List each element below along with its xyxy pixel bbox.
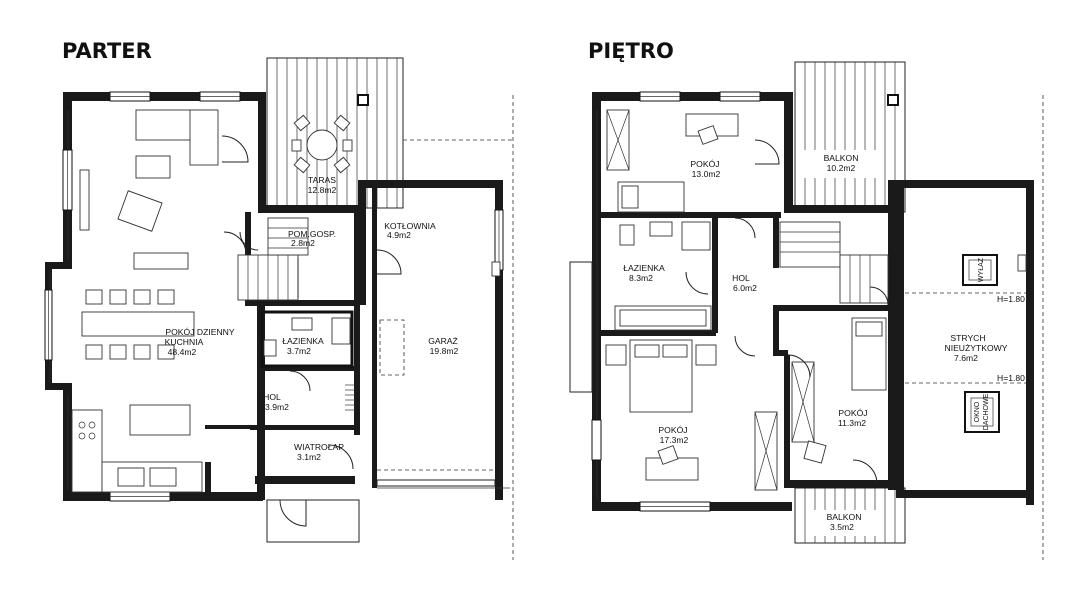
room-area-pokoj-1: 13.0m2 [692, 169, 721, 179]
ground-living-furniture [71, 109, 219, 493]
terrace-table [291, 114, 353, 174]
ground-bathroom-fixtures [260, 310, 354, 368]
upper-bathroom-fixtures [614, 221, 712, 331]
room-area-balkon-2: 3.5m2 [830, 522, 854, 532]
room-area-pokoj-2: 17.3m2 [660, 435, 689, 445]
room-name-hol-up: HOL [732, 273, 750, 283]
room-area-pokoj-dzienny: 48.4m2 [168, 347, 197, 357]
upper-floor-plan: POKÓJ 13.0m2 BALKON 10.2m2 ŁAZIENKA 8.3m… [569, 61, 1044, 560]
ground-site-lines [403, 95, 514, 560]
attic-height-label-1: H=1.80 [997, 294, 1025, 304]
room-name-pokoj-3: POKÓJ [838, 408, 867, 418]
attic-height-label-2: H=1.80 [997, 373, 1025, 383]
upper-windows [569, 91, 761, 512]
upper-site-lines [905, 95, 1044, 560]
room-area-taras: 12.8m2 [308, 185, 337, 195]
room-area-wiatrolap: 3.1m2 [297, 452, 321, 462]
room-name-strych: STRYCH [950, 333, 985, 343]
upper-balcony-bottom [794, 487, 906, 544]
ground-stairs [237, 217, 309, 301]
upper-stairs [779, 221, 889, 304]
upper-doors [685, 139, 889, 485]
attic-chimney [1017, 254, 1027, 272]
upper-floor-title: PIĘTRO [588, 39, 674, 63]
terrace-deck [266, 57, 404, 209]
roof-window-label-2: DACHOWE [983, 393, 990, 430]
room-name-balkon-1: BALKON [824, 153, 859, 163]
room-name-kotlownia: KOTŁOWNIA [384, 221, 436, 231]
room-name-lazienka-up: ŁAZIENKA [623, 263, 665, 273]
ground-room-labels: TARAS 12.8m2 POM.GOSP. 2.8m2 KOTŁOWNIA 4… [165, 175, 459, 462]
room-name-kuchnia: KUCHNIA [165, 337, 204, 347]
room-area-kotlownia: 4.9m2 [387, 230, 411, 240]
room-name-lazienka: ŁAZIENKA [282, 336, 324, 346]
room-name-pokoj-dzienny: POKÓJ DZIENNY [165, 327, 235, 337]
upper-interior-walls [601, 212, 888, 480]
room-name-taras: TARAS [308, 175, 336, 185]
garage-door [376, 469, 510, 489]
upper-room3-furniture [791, 317, 887, 464]
entrance-canopy [266, 499, 360, 543]
garage-radiator [491, 261, 501, 277]
room-area-pokoj-3: 11.3m2 [838, 418, 866, 428]
room-name-hol: HOL [263, 392, 281, 402]
room-name-nieuzytkowy: NIEUŻYTKOWY [944, 343, 1007, 353]
room-name-balkon-2: BALKON [827, 512, 862, 522]
room-area-garaz: 19.8m2 [430, 346, 459, 356]
attic-hatch-label: WYŁAZ [978, 257, 985, 282]
room-name-pokoj-2: POKÓJ [658, 425, 687, 435]
room-area-pom-gosp: 2.8m2 [291, 238, 315, 248]
room-name-pokoj-1: POKÓJ [690, 159, 719, 169]
room-area-strych: 7.6m2 [954, 353, 978, 363]
upper-room2-furniture [605, 339, 778, 491]
attic-hatch [962, 254, 998, 286]
ground-hall-radiator [345, 384, 355, 411]
room-area-balkon-1: 10.2m2 [827, 163, 856, 173]
garage-car-outline [379, 319, 405, 376]
attic-roof-window [964, 391, 1000, 433]
room-name-pom-gosp: POM.GOSP. [288, 229, 336, 239]
roof-window-label-1: OKNO [974, 401, 981, 422]
room-area-lazienka-up: 8.3m2 [629, 273, 653, 283]
room-name-wiatrolap: WIATROŁAP [294, 442, 344, 452]
room-area-lazienka: 3.7m2 [287, 346, 311, 356]
room-area-hol: 3.9m2 [265, 402, 289, 412]
upper-room1-furniture [606, 109, 739, 213]
ground-doors [221, 135, 402, 527]
upper-room-labels: POKÓJ 13.0m2 BALKON 10.2m2 ŁAZIENKA 8.3m… [623, 153, 1025, 532]
room-name-garaz: GARAŻ [428, 336, 458, 346]
room-area-hol-up: 6.0m2 [733, 283, 757, 293]
ground-floor-title: PARTER [62, 39, 152, 63]
ground-floor-plan: TARAS 12.8m2 POM.GOSP. 2.8m2 KOTŁOWNIA 4… [44, 57, 514, 560]
